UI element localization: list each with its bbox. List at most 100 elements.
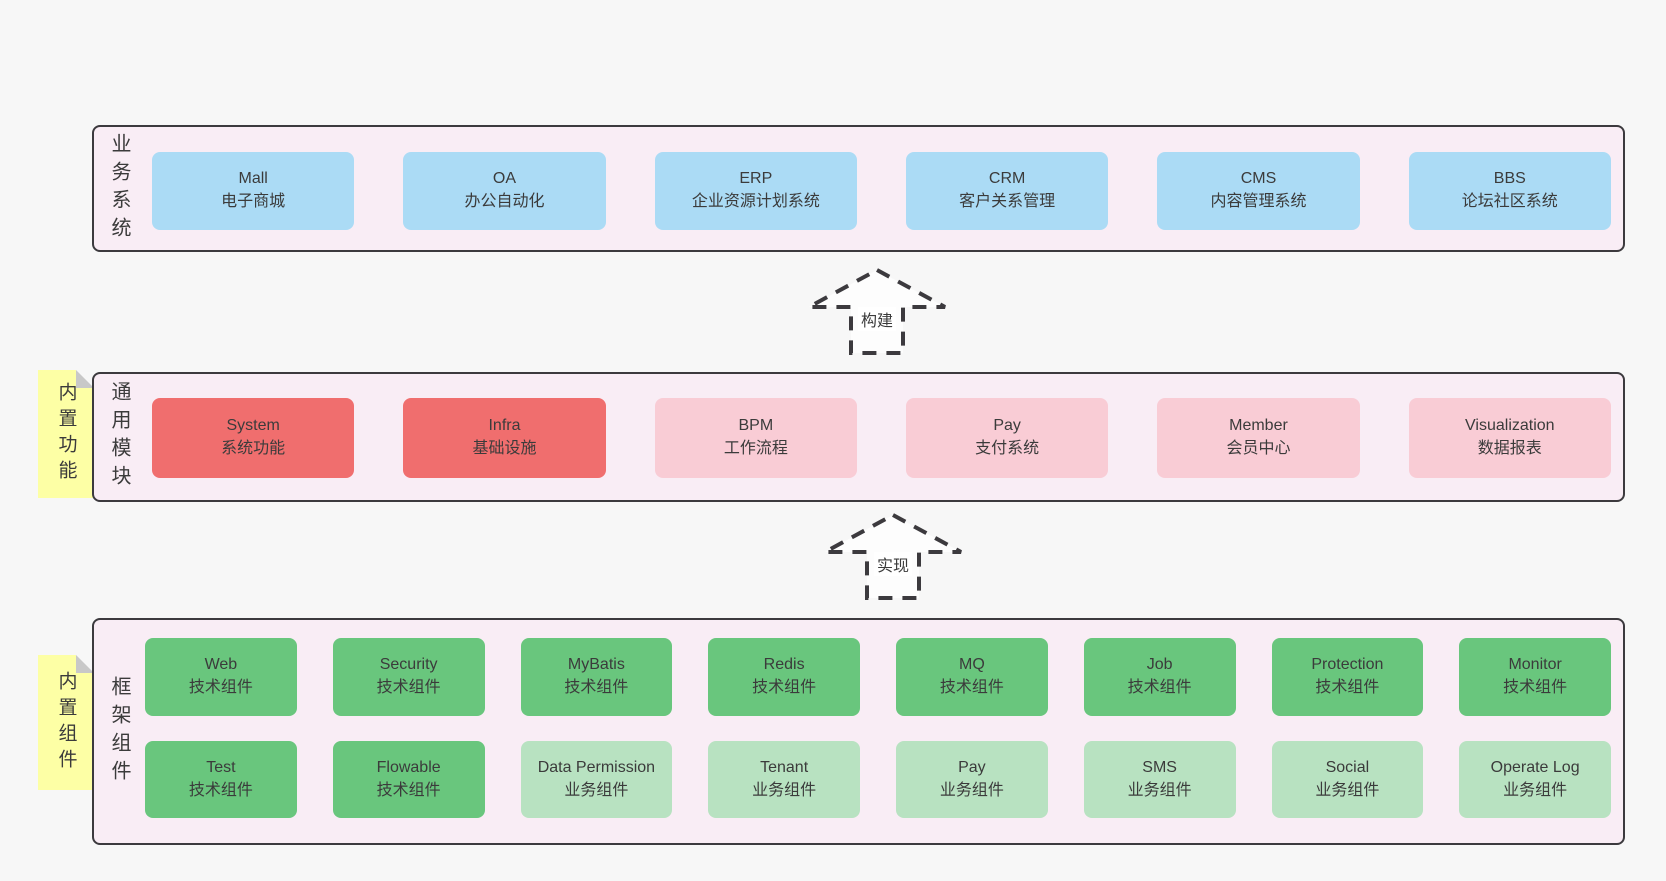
box-subtitle: 技术组件 bbox=[1503, 679, 1568, 696]
box-subtitle: 数据报表 bbox=[1477, 440, 1542, 457]
box-crm: CRM 客户关系管理 bbox=[905, 152, 1109, 230]
box-title: Protection bbox=[1311, 656, 1384, 674]
box-subtitle: 技术组件 bbox=[188, 781, 253, 799]
box-redis: Redis 技术组件 bbox=[708, 638, 860, 716]
box-member: Member 会员中心 bbox=[1157, 398, 1360, 478]
layer-framework-components-title: 框架组件 bbox=[102, 620, 136, 843]
box-subtitle: 技术组件 bbox=[752, 679, 817, 696]
box-subtitle: 基础设施 bbox=[472, 440, 537, 457]
box-title: Monitor bbox=[1508, 656, 1562, 674]
layer-title-text: 通用模块 bbox=[108, 381, 130, 493]
box-subtitle: 支付系统 bbox=[975, 440, 1040, 457]
folded-corner-icon bbox=[76, 655, 94, 673]
box-subtitle: 论坛社区系统 bbox=[1461, 193, 1558, 210]
box-job: Job 技术组件 bbox=[1083, 638, 1236, 716]
box-test: Test 技术组件 bbox=[145, 741, 297, 818]
box-subtitle: 业务组件 bbox=[564, 781, 629, 799]
box-security: Security 技术组件 bbox=[332, 638, 485, 716]
sticky-note-builtin-components-label: 内置组件 bbox=[55, 670, 77, 775]
box-subtitle: 技术组件 bbox=[1127, 679, 1192, 696]
box-cms: CMS 内容管理系统 bbox=[1157, 152, 1360, 230]
box-title: Infra bbox=[488, 417, 521, 435]
box-subtitle: 业务组件 bbox=[939, 781, 1004, 799]
box-system: System 系统功能 bbox=[152, 398, 355, 478]
box-subtitle: 业务组件 bbox=[752, 781, 817, 799]
box-title: SMS bbox=[1142, 758, 1177, 776]
box-web: Web 技术组件 bbox=[145, 638, 297, 716]
box-oa: OA 办公自动化 bbox=[403, 152, 606, 230]
box-title: BBS bbox=[1493, 170, 1526, 188]
box-subtitle: 内容管理系统 bbox=[1210, 193, 1307, 210]
box-title: Tenant bbox=[760, 758, 809, 776]
box-operate-log: Operate Log 业务组件 bbox=[1459, 741, 1611, 818]
box-title: Visualization bbox=[1465, 417, 1555, 435]
sticky-note-builtin-features-label: 内置功能 bbox=[55, 382, 77, 486]
box-subtitle: 业务组件 bbox=[1127, 781, 1192, 799]
layer-business-systems-title: 业务系统 bbox=[102, 127, 136, 250]
box-subtitle: 技术组件 bbox=[188, 679, 253, 696]
box-title: Redis bbox=[763, 656, 805, 674]
box-subtitle: 技术组件 bbox=[939, 679, 1004, 696]
box-subtitle: 会员中心 bbox=[1226, 440, 1291, 457]
box-title: Web bbox=[204, 656, 238, 674]
box-subtitle: 技术组件 bbox=[1315, 679, 1380, 696]
arrow-up-implement: 实现 bbox=[822, 512, 964, 601]
box-protection: Protection 技术组件 bbox=[1271, 638, 1424, 716]
layer-title-text: 框架组件 bbox=[108, 675, 130, 788]
box-subtitle: 业务组件 bbox=[1315, 781, 1380, 799]
box-title: Test bbox=[206, 758, 236, 776]
box-data-permission: Data Permission 业务组件 bbox=[520, 741, 673, 818]
box-subtitle: 技术组件 bbox=[376, 679, 441, 696]
box-title: Data Permission bbox=[537, 758, 656, 776]
box-infra: Infra 基础设施 bbox=[403, 398, 606, 478]
box-subtitle: 技术组件 bbox=[376, 781, 441, 799]
layer-common-modules-title: 通用模块 bbox=[102, 374, 136, 500]
folded-corner-icon bbox=[76, 370, 94, 388]
box-subtitle: 业务组件 bbox=[1503, 781, 1568, 799]
box-pay: Pay 支付系统 bbox=[905, 398, 1109, 478]
box-subtitle: 技术组件 bbox=[564, 679, 629, 696]
box-title: OA bbox=[492, 170, 517, 188]
box-title: Job bbox=[1146, 656, 1173, 674]
box-title: MyBatis bbox=[567, 656, 625, 674]
box-pay: Pay 业务组件 bbox=[896, 741, 1048, 818]
box-title: BPM bbox=[738, 417, 774, 435]
box-subtitle: 客户关系管理 bbox=[959, 193, 1056, 210]
box-monitor: Monitor 技术组件 bbox=[1459, 638, 1611, 716]
box-title: Social bbox=[1325, 758, 1370, 776]
box-visualization: Visualization 数据报表 bbox=[1408, 398, 1611, 478]
box-mybatis: MyBatis 技术组件 bbox=[520, 638, 673, 716]
box-social: Social 业务组件 bbox=[1271, 741, 1424, 818]
box-title: Operate Log bbox=[1490, 758, 1580, 776]
arrow-build-label: 构建 bbox=[857, 307, 897, 331]
layer-title-text: 业务系统 bbox=[108, 132, 130, 245]
box-title: System bbox=[226, 417, 280, 435]
box-tenant: Tenant 业务组件 bbox=[708, 741, 860, 818]
box-title: Mall bbox=[238, 170, 268, 188]
box-title: ERP bbox=[739, 170, 773, 188]
box-subtitle: 企业资源计划系统 bbox=[691, 193, 820, 210]
arrow-implement-label: 实现 bbox=[873, 552, 913, 576]
box-title: Security bbox=[379, 656, 438, 674]
box-title: Member bbox=[1229, 417, 1288, 435]
box-subtitle: 办公自动化 bbox=[464, 193, 545, 210]
box-erp: ERP 企业资源计划系统 bbox=[654, 152, 857, 230]
box-title: CMS bbox=[1240, 170, 1277, 188]
box-sms: SMS 业务组件 bbox=[1083, 741, 1236, 818]
box-title: Pay bbox=[993, 417, 1021, 435]
arrow-up-build: 构建 bbox=[806, 267, 948, 356]
box-title: CRM bbox=[988, 170, 1026, 188]
box-title: Pay bbox=[958, 758, 986, 776]
box-bbs: BBS 论坛社区系统 bbox=[1408, 152, 1611, 230]
box-subtitle: 系统功能 bbox=[221, 440, 286, 457]
